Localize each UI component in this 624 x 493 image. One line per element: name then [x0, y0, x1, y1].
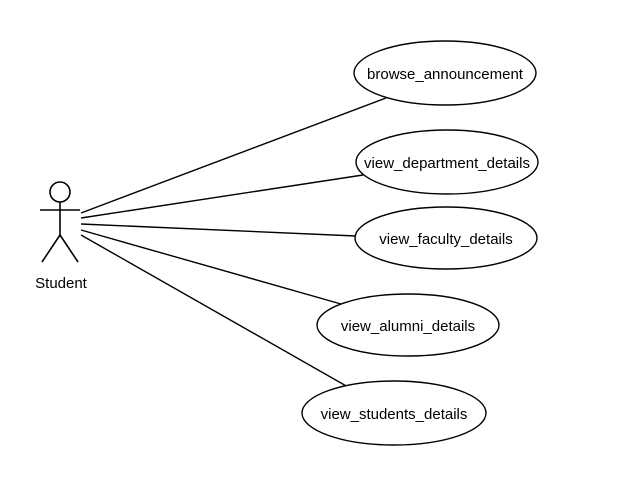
- use-case-view-alumni-details: view_alumni_details: [316, 293, 500, 357]
- association-line-view-students-details: [80, 234, 349, 388]
- use-case-label: view_students_details: [321, 406, 468, 423]
- association-line-view-faculty-details: [80, 223, 357, 237]
- use-case-label: view_alumni_details: [341, 318, 475, 335]
- associations: [80, 97, 387, 388]
- use-case-view-department-details: view_department_details: [355, 129, 539, 195]
- use-case-label: view_department_details: [364, 155, 530, 172]
- use-case-label: view_faculty_details: [379, 231, 512, 248]
- use-case-ellipse: [355, 129, 539, 195]
- actor-label: Student: [35, 275, 88, 292]
- actor-student: Student: [35, 181, 88, 292]
- association-line-view-alumni-details: [80, 229, 342, 305]
- actor-left-leg: [41, 234, 61, 263]
- use-case-label: browse_announcement: [367, 66, 524, 83]
- actor-right-leg: [59, 234, 79, 263]
- use-case-ellipse: [353, 40, 537, 106]
- use-case-ellipse: [301, 380, 487, 446]
- use-case-view-faculty-details: view_faculty_details: [354, 206, 538, 270]
- association-line-browse-announcement: [80, 97, 387, 214]
- use-case-view-students-details: view_students_details: [301, 380, 487, 446]
- use-case-ellipse: [354, 206, 538, 270]
- use-case-browse-announcement: browse_announcement: [353, 40, 537, 106]
- actor-head: [49, 181, 71, 203]
- use-case-ellipse: [316, 293, 500, 357]
- association-line-view-department-details: [80, 174, 364, 219]
